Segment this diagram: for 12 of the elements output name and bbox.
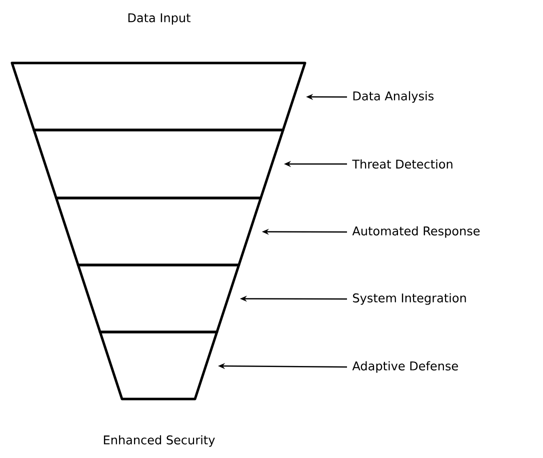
stage-label: System Integration: [353, 293, 466, 305]
funnel-caption: Enhanced Security: [104, 435, 215, 447]
stage-label: Adaptive Defense: [352, 361, 458, 373]
funnel-band: [10, 62, 306, 132]
stage-label: Threat Detection: [352, 159, 452, 169]
funnel-band: [32, 128, 284, 200]
funnel-band: [98, 330, 218, 400]
stage-label: Automated Response: [352, 226, 480, 238]
stage-label: Data Analysis: [353, 91, 434, 103]
funnel-band: [76, 264, 240, 334]
funnel-caption: Data Input: [128, 13, 190, 25]
funnel-band: [54, 196, 262, 266]
